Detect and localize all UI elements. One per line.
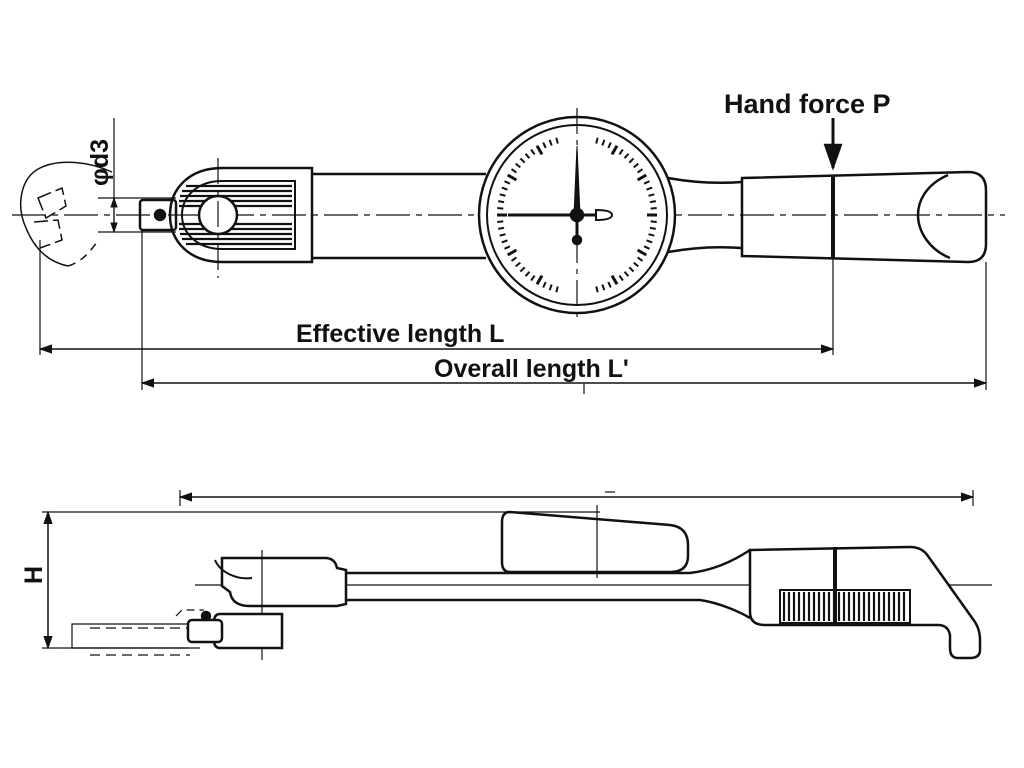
dial-tick <box>623 271 630 277</box>
dial-tick <box>643 180 650 185</box>
dial-tick <box>618 148 624 155</box>
dial-tick <box>618 275 624 282</box>
dial-tick <box>497 207 504 210</box>
dial-tick <box>646 239 653 244</box>
dial-tick <box>515 261 521 268</box>
dial-tick <box>628 157 635 164</box>
dial-tick <box>649 200 656 204</box>
dial-tick <box>499 193 506 197</box>
dial-tick <box>601 284 606 291</box>
drive-pin <box>153 208 167 222</box>
dial-tick <box>601 139 606 146</box>
dial-tick <box>501 239 508 244</box>
square-drive <box>138 198 178 232</box>
neck-top <box>667 176 743 185</box>
open-end-wrench-outline <box>19 161 113 267</box>
dial-tick <box>610 274 619 286</box>
dial-tick <box>548 139 553 146</box>
dial-tick <box>515 162 521 169</box>
height-label: H <box>20 566 48 584</box>
wrench-head <box>168 166 314 264</box>
effective-length-label: Effective length L <box>296 320 504 348</box>
dial-tick <box>506 248 518 257</box>
dial-tick <box>535 274 544 286</box>
dial-tick <box>530 275 536 282</box>
side-neck-bottom <box>699 598 751 620</box>
dial-tick <box>633 162 639 169</box>
grip-end-cap <box>916 173 951 260</box>
diameter-label: φd3 <box>86 139 114 186</box>
dial-tick <box>595 137 599 144</box>
dial-tick <box>524 271 531 277</box>
side-view <box>42 490 992 660</box>
dial-tick <box>650 207 657 210</box>
dial-tick <box>506 173 518 182</box>
dial-tick-marks <box>497 137 657 293</box>
dial-tick <box>504 245 511 250</box>
head-knurling <box>179 184 292 246</box>
side-neck-top <box>689 548 751 575</box>
dial-needle-tip <box>571 234 583 246</box>
side-head <box>220 556 348 608</box>
dial-tick <box>530 148 536 155</box>
open-end-wrench-lower <box>67 239 99 267</box>
side-attachment-outline <box>71 623 188 649</box>
dial-tick <box>646 186 653 191</box>
dial-tick <box>542 142 547 149</box>
dial-tick <box>636 173 648 182</box>
dial-tick <box>643 245 650 250</box>
dial-tick <box>648 233 655 237</box>
side-dial-housing <box>500 510 690 574</box>
dial-tick <box>610 144 619 156</box>
dial-tick <box>607 281 612 288</box>
dial-tick <box>555 286 559 293</box>
dial-tick <box>542 281 547 288</box>
dial-tick <box>504 180 511 185</box>
dial-tick <box>595 286 599 293</box>
open-end-wrench-jaw <box>33 186 67 249</box>
dial-tick <box>648 193 655 197</box>
grip-body <box>740 170 988 264</box>
dial-tick <box>650 220 657 223</box>
dial-tick <box>649 226 656 230</box>
dial-tick <box>623 153 630 159</box>
side-head-upper <box>214 559 253 580</box>
dial-tick <box>498 226 505 230</box>
dial-tick <box>628 266 635 273</box>
side-socket <box>212 612 284 650</box>
dial-tick <box>497 220 504 223</box>
overall-length-label: Overall length L' <box>434 355 629 383</box>
dial-hub <box>569 207 585 223</box>
side-drive-pin <box>200 610 212 622</box>
dial-tick <box>548 284 553 291</box>
dial-tick <box>555 137 559 144</box>
dial-tick <box>607 142 612 149</box>
dial-tick <box>498 200 505 204</box>
dial-tick <box>637 168 644 174</box>
dial-tick <box>510 168 517 174</box>
neck-bottom <box>667 245 743 254</box>
dial-tick <box>636 248 648 257</box>
hand-force-label: Hand force P <box>724 89 891 119</box>
dial-tick <box>524 153 531 159</box>
dial-tick <box>510 256 517 262</box>
dial-tick <box>519 266 526 273</box>
dial-tick <box>535 144 544 156</box>
dial-tick <box>501 186 508 191</box>
dial-needle-tail <box>595 208 614 222</box>
dial-tick <box>519 157 526 164</box>
top-view <box>12 108 1005 394</box>
dial-tick <box>499 233 506 237</box>
dial-tick <box>633 261 639 268</box>
side-square-drive <box>186 618 224 644</box>
dial-tick <box>637 256 644 262</box>
side-attachment-link <box>175 609 204 617</box>
